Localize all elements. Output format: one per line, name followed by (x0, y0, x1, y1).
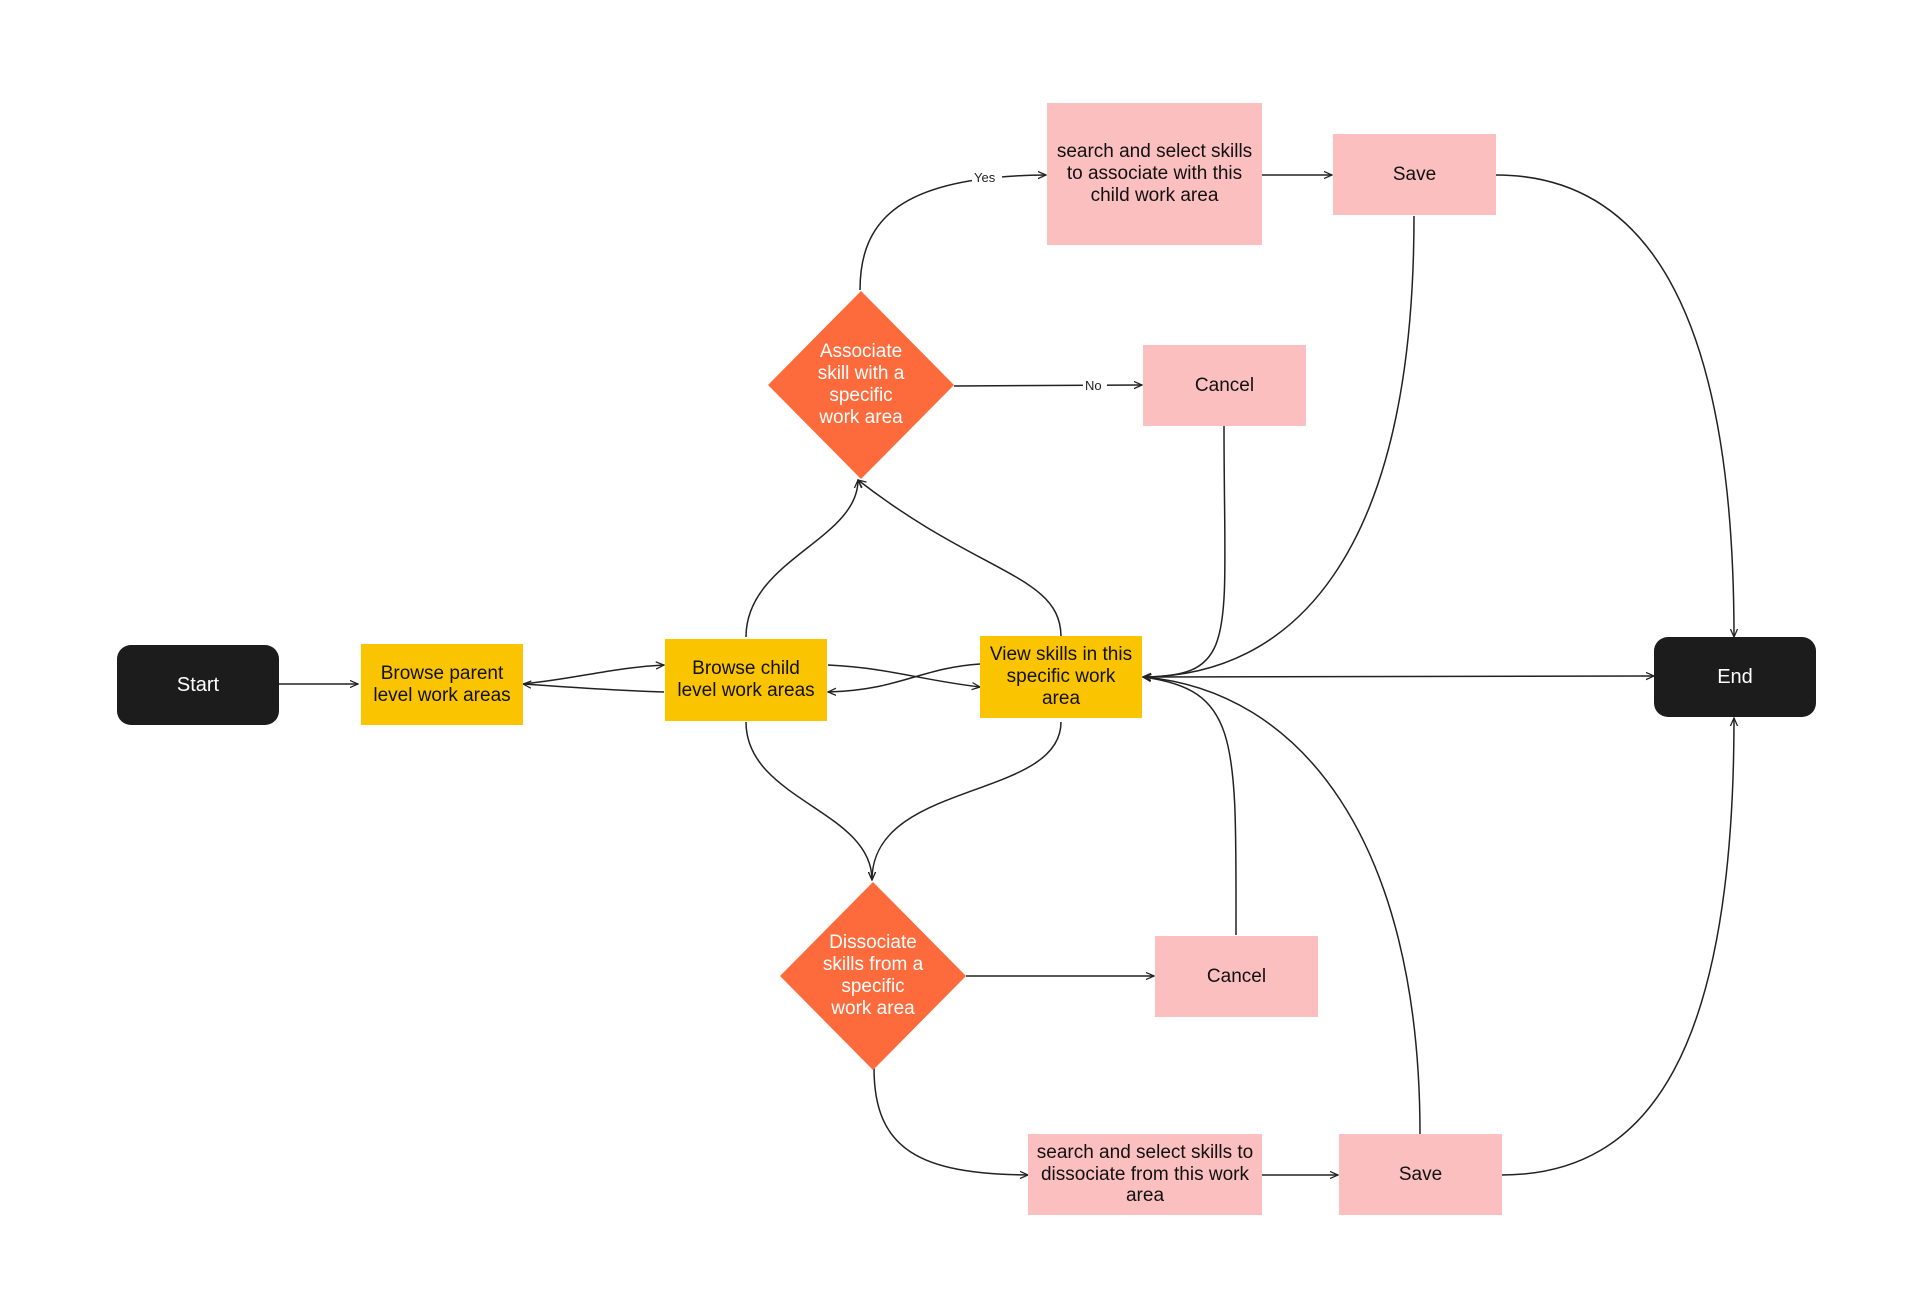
end-node[interactable]: End (1654, 637, 1816, 717)
diamond-shape (780, 882, 966, 1070)
save-top-node[interactable]: Save (1333, 134, 1496, 215)
edge-save-top-to-end (1495, 174, 1734, 637)
edge-child-to-view (827, 664, 980, 687)
cancel-bottom-label: Cancel (1206, 965, 1267, 987)
edge-child-to-associate (745, 480, 858, 638)
associate-decision-node[interactable]: Associate skill with a specific work are… (768, 291, 954, 479)
search-associate-node[interactable]: search and select skills to associate wi… (1047, 103, 1262, 245)
start-label: Start (176, 673, 220, 696)
edge-cancel-bottom-to-view (1143, 677, 1237, 936)
start-node[interactable]: Start (117, 645, 279, 725)
diamond-shape (768, 291, 954, 479)
yes-edge-label: Yes (974, 170, 996, 185)
edge-yes-to-search-associate (859, 175, 1046, 291)
search-dissociate-label: search and select skills to dissociate f… (1036, 1141, 1254, 1207)
save-top-label: Save (1392, 163, 1437, 185)
dissociate-decision-node[interactable]: Dissociate skills from a specific work a… (780, 882, 966, 1070)
save-bottom-label: Save (1398, 1163, 1443, 1185)
edge-view-to-associate (858, 480, 1062, 638)
edge-save-bottom-to-view (1143, 677, 1421, 1135)
browse-child-label: Browse child level work areas (677, 658, 815, 701)
edge-save-bottom-to-end (1501, 718, 1734, 1176)
associate-decision-label: Associate skill with a specific work are… (817, 341, 905, 428)
browse-parent-label: Browse parent level work areas (373, 662, 511, 706)
end-label: End (1717, 665, 1753, 688)
edge-view-to-child (828, 663, 981, 692)
edge-cancel-top-to-view (1143, 425, 1226, 677)
view-skills-node[interactable]: View skills in this specific work area (980, 636, 1142, 718)
view-skills-label: View skills in this specific work area (989, 644, 1133, 709)
edge-parent-to-child (522, 665, 664, 685)
no-edge-label: No (1085, 378, 1102, 393)
edge-child-to-parent (523, 684, 665, 693)
browse-parent-node[interactable]: Browse parent level work areas (361, 644, 523, 725)
cancel-top-node[interactable]: Cancel (1143, 345, 1306, 426)
save-bottom-node[interactable]: Save (1339, 1134, 1502, 1215)
edge-no-to-cancel-top (953, 385, 1142, 386)
search-associate-label: search and select skills to associate wi… (1056, 141, 1253, 206)
cancel-top-label: Cancel (1194, 374, 1255, 396)
edge-child-to-dissociate (745, 721, 872, 880)
cancel-bottom-node[interactable]: Cancel (1155, 936, 1318, 1017)
edge-view-to-end (1142, 676, 1654, 677)
browse-child-node[interactable]: Browse child level work areas (665, 639, 827, 721)
search-dissociate-node[interactable]: search and select skills to dissociate f… (1028, 1134, 1262, 1215)
edge-save-top-to-view (1143, 215, 1415, 677)
edge-dissociate-to-search-dissociate (873, 1067, 1028, 1175)
edge-view-to-dissociate (872, 721, 1062, 880)
dissociate-decision-label: Dissociate skills from a specific work a… (822, 932, 924, 1019)
